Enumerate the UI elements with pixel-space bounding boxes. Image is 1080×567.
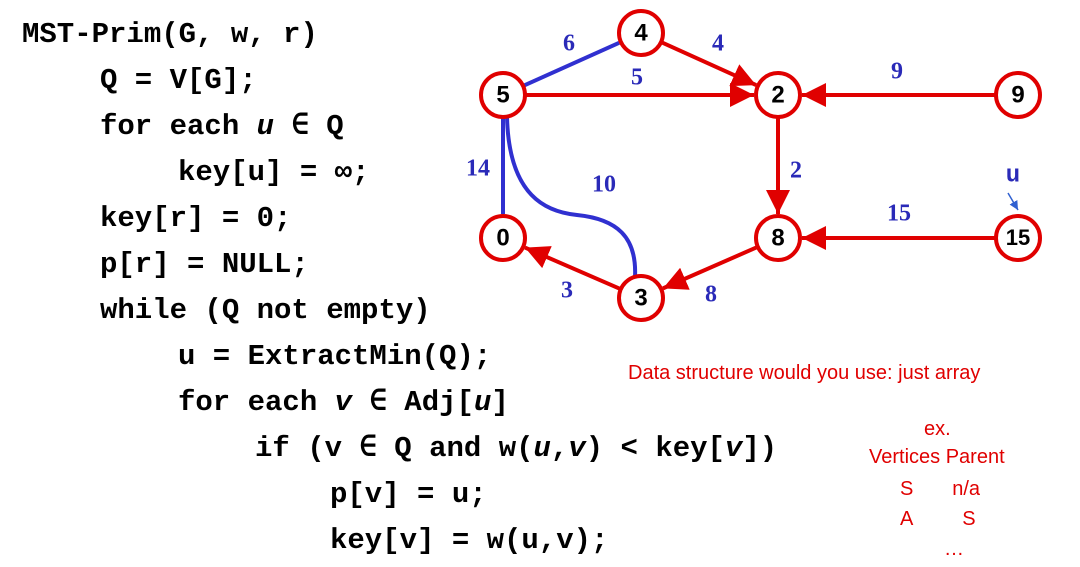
node-label: 9 <box>1011 81 1024 108</box>
code-line: key[v] = w(u,v); <box>330 524 609 557</box>
node-9: 9 <box>994 71 1042 119</box>
code-line: p[r] = NULL; <box>100 248 309 281</box>
node-label: 5 <box>496 81 509 108</box>
edge-weight-label: 5 <box>631 65 643 91</box>
edge-weight-label: 4 <box>712 31 724 57</box>
edge-n5-n3 <box>505 116 638 278</box>
edge-weight-label: 14 <box>466 156 490 182</box>
node-3: 3 <box>617 274 665 322</box>
edge-weight-label: 3 <box>561 278 573 304</box>
code-line: MST-Prim(G, w, r) <box>22 18 318 51</box>
code-line: key[r] = 0; <box>100 202 292 235</box>
node-4: 4 <box>617 9 665 57</box>
table-row-a: A S <box>900 508 976 530</box>
node-label: 8 <box>771 224 784 251</box>
code-line: key[u] = ∞; <box>178 156 370 189</box>
code-line: for each v ∈ Adj[u] <box>178 386 509 419</box>
node-label: 4 <box>634 19 648 46</box>
edge-n8-n3 <box>662 244 759 291</box>
edge-weight-label: 9 <box>891 59 903 85</box>
edge-weight-label: 8 <box>705 282 717 308</box>
example-heading: ex. <box>924 418 951 440</box>
edge-weight-label: 2 <box>790 158 802 184</box>
pointer-arrow <box>1007 192 1019 211</box>
edge-weight-label: 10 <box>592 172 616 198</box>
node-0: 0 <box>479 214 527 262</box>
code-line: u = ExtractMin(Q); <box>178 340 492 373</box>
edge-n4-n2 <box>660 40 757 87</box>
edge-n5-n4 <box>522 41 620 88</box>
node-2: 2 <box>754 71 802 119</box>
edge-weight-label: 6 <box>563 31 575 57</box>
node-5: 5 <box>479 71 527 119</box>
pointer-label: u <box>1006 162 1020 189</box>
node-label: 0 <box>496 224 509 251</box>
node-15: 15 <box>994 214 1042 262</box>
code-line: if (v ∈ Q and w(u,v) < key[v]) <box>255 432 778 465</box>
code-line: p[v] = u; <box>330 478 487 511</box>
table-row-s: S n/a <box>900 478 981 500</box>
edge-weight-label: 15 <box>887 201 911 227</box>
code-line: for each u ∈ Q <box>100 110 344 143</box>
edge-n3-n0 <box>524 245 622 292</box>
table-header: Vertices Parent <box>869 446 1005 468</box>
node-label: 2 <box>771 81 784 108</box>
code-line: while (Q not empty) <box>100 294 431 327</box>
node-label: 3 <box>634 284 647 311</box>
node-8: 8 <box>754 214 802 262</box>
data-structure-question: Data structure would you use: just array <box>628 362 981 384</box>
code-line: Q = V[G]; <box>100 64 257 97</box>
node-label: 15 <box>1006 225 1030 250</box>
table-ellipsis: … <box>944 538 964 560</box>
